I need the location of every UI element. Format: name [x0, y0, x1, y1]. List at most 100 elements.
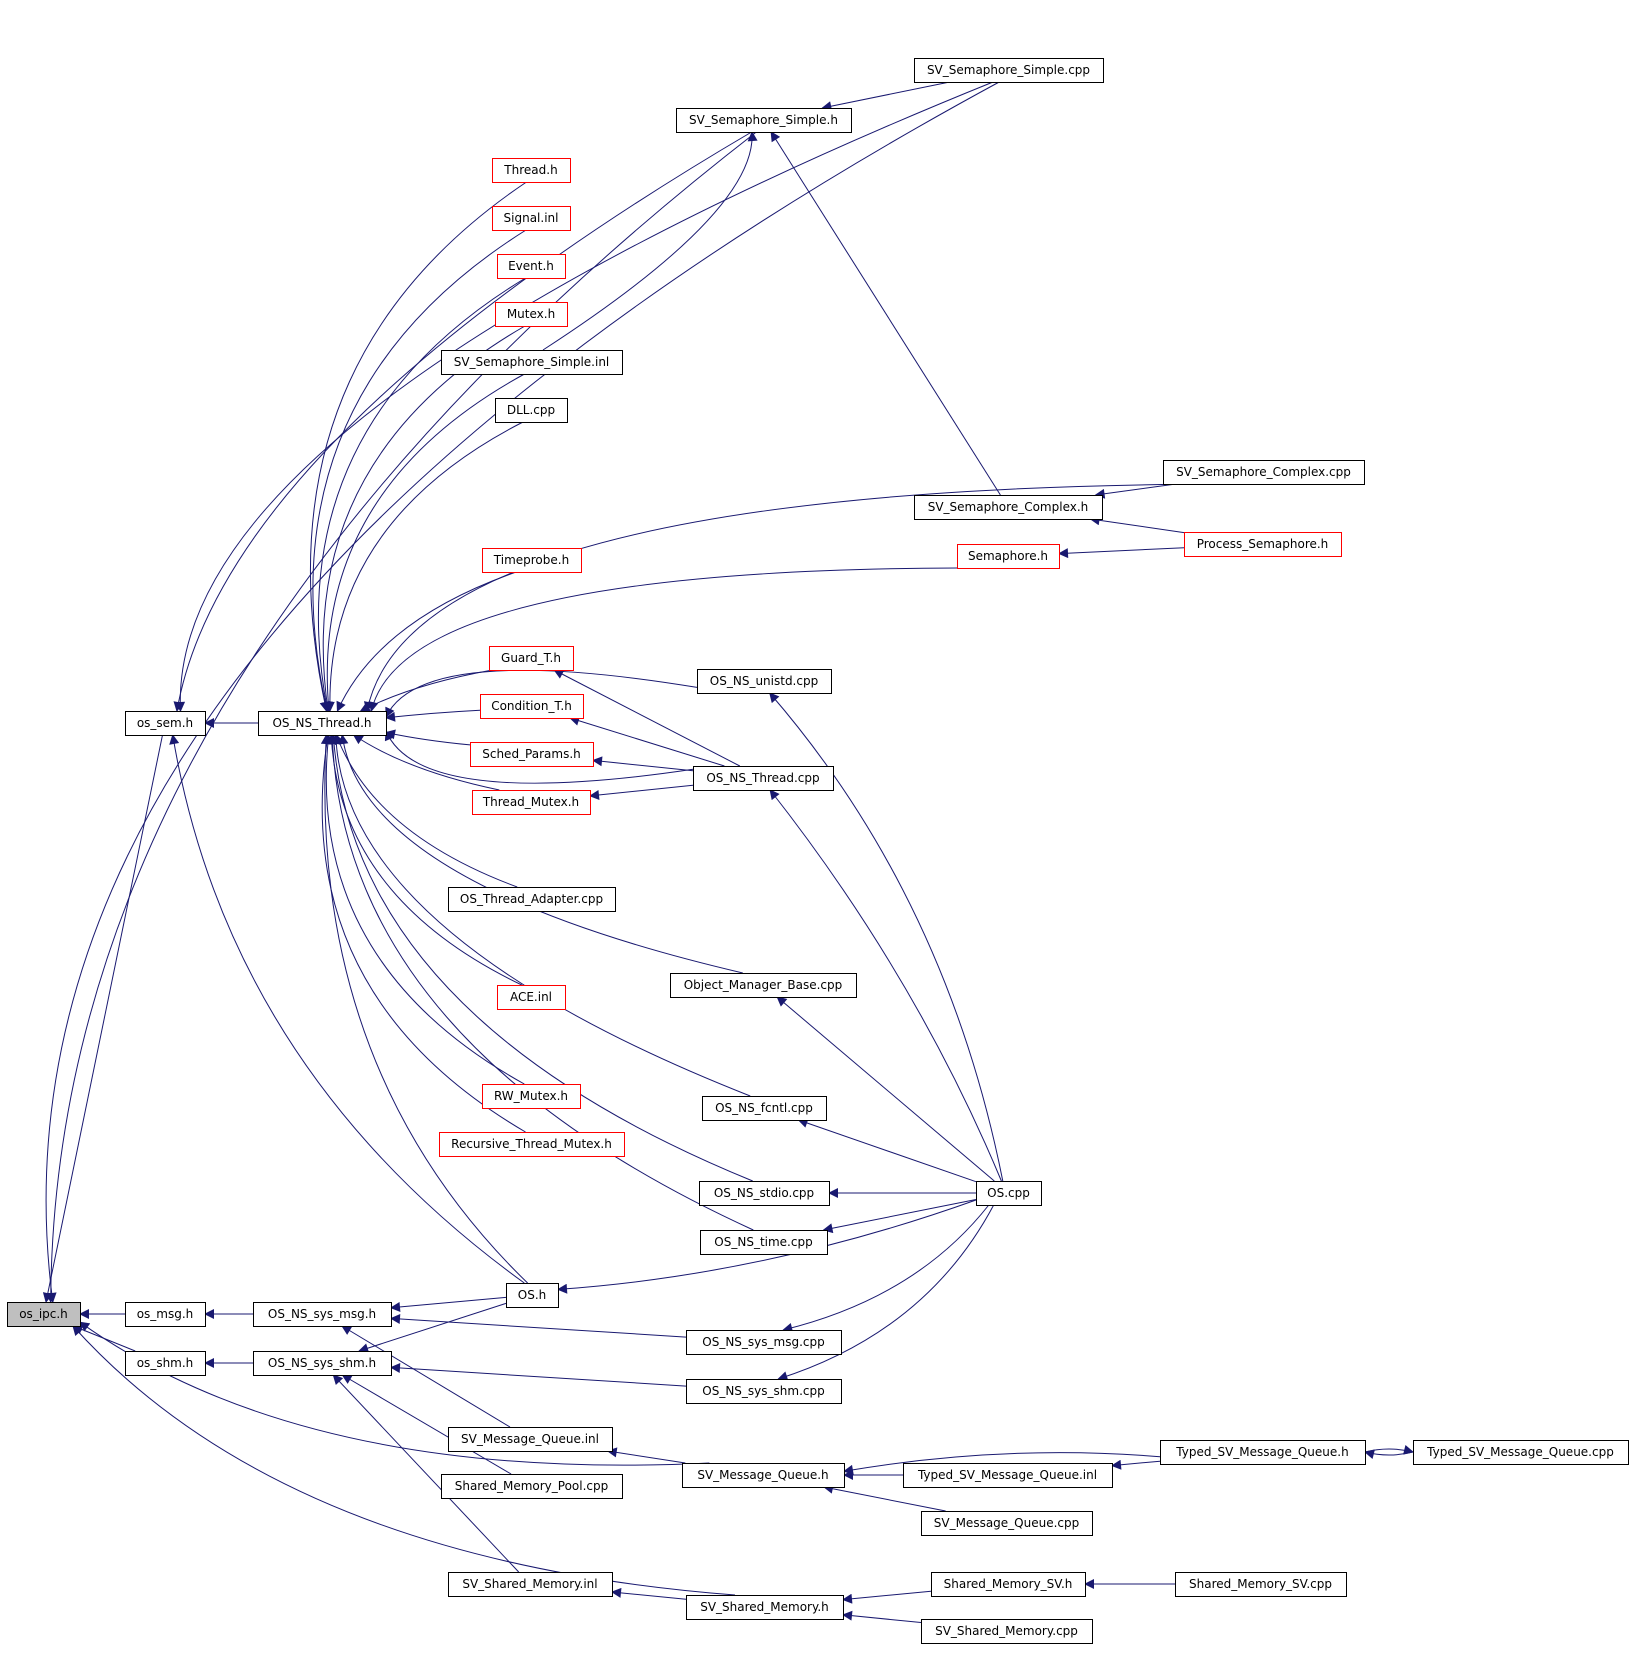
node-label: Condition_T.h [491, 699, 572, 713]
node-sv_semaphore_simple_inl[interactable]: SV_Semaphore_Simple.inl [441, 350, 623, 375]
node-box [253, 1351, 392, 1376]
edge-thread_mutex_h-to-os_ns_thread_h [352, 734, 500, 791]
node-sv_semaphore_simple_cpp[interactable]: SV_Semaphore_Simple.cpp [914, 58, 1104, 83]
node-thread_h[interactable]: Thread.h [492, 158, 571, 183]
node-label: SV_Shared_Memory.cpp [935, 1624, 1078, 1638]
node-sv_semaphore_complex_h[interactable]: SV_Semaphore_Complex.h [914, 495, 1103, 520]
node-guard_t_h[interactable]: Guard_T.h [489, 646, 574, 671]
node-label: SV_Semaphore_Complex.h [928, 500, 1089, 514]
edge-sv_message_queue_h-to-sv_message_queue_inl [606, 1447, 686, 1464]
node-os_ns_sys_shm_h[interactable]: OS_NS_sys_shm.h [253, 1351, 392, 1376]
node-typed_sv_message_queue_h[interactable]: Typed_SV_Message_Queue.h [1160, 1440, 1366, 1465]
edge-os_ns_stdio_cpp-to-os_ns_thread_h [328, 734, 753, 1182]
node-box [931, 1572, 1086, 1597]
node-box [903, 1463, 1113, 1488]
node-typed_sv_message_queue_inl[interactable]: Typed_SV_Message_Queue.inl [903, 1463, 1113, 1488]
node-rw_mutex_h[interactable]: RW_Mutex.h [482, 1084, 581, 1109]
edge-typed_sv_message_queue_h-to-sv_message_queue_h [843, 1452, 1161, 1475]
node-sv_semaphore_complex_cpp[interactable]: SV_Semaphore_Complex.cpp [1163, 460, 1365, 485]
node-dll_cpp[interactable]: DLL.cpp [495, 398, 568, 423]
node-typed_sv_message_queue_cpp[interactable]: Typed_SV_Message_Queue.cpp [1413, 1440, 1629, 1465]
edge-os_ns_time_cpp-to-os_ns_thread_h [327, 734, 754, 1231]
node-os_ns_sys_msg_h[interactable]: OS_NS_sys_msg.h [253, 1302, 392, 1327]
node-label: DLL.cpp [507, 403, 555, 417]
edge-sv_semaphore_complex_cpp-to-sv_semaphore_complex_h [1094, 483, 1176, 499]
edge-process_semaphore_h-to-sv_semaphore_complex_h [1089, 515, 1185, 534]
node-label: OS_NS_fcntl.cpp [715, 1101, 813, 1115]
node-sv_shared_memory_h[interactable]: SV_Shared_Memory.h [686, 1595, 844, 1620]
node-os_h[interactable]: OS.h [506, 1283, 559, 1308]
node-label: OS_NS_sys_msg.cpp [702, 1335, 824, 1349]
node-box [125, 711, 206, 736]
node-os_shm_h[interactable]: os_shm.h [125, 1351, 206, 1376]
node-os_ipc_h[interactable]: os_ipc.h [7, 1302, 81, 1327]
node-label: SV_Shared_Memory.h [700, 1600, 829, 1614]
node-os_ns_stdio_cpp[interactable]: OS_NS_stdio.cpp [699, 1181, 830, 1206]
node-shared_memory_pool_cpp[interactable]: Shared_Memory_Pool.cpp [441, 1474, 623, 1499]
node-box [492, 158, 571, 183]
node-box [686, 1379, 842, 1404]
node-process_semaphore_h[interactable]: Process_Semaphore.h [1184, 532, 1342, 557]
edge-os_cpp-to-os_h [557, 1199, 977, 1294]
edge-sv_semaphore_simple_h-to-os_sem_h [173, 131, 752, 712]
node-os_ns_thread_cpp[interactable]: OS_NS_Thread.cpp [693, 766, 834, 791]
edge-os_sem_h-to-os_ipc_h [42, 734, 163, 1303]
edge-sv_semaphore_simple_cpp-to-os_sem_h [175, 81, 994, 712]
node-os_thread_adapter_cpp[interactable]: OS_Thread_Adapter.cpp [448, 887, 616, 912]
node-shared_memory_sv_h[interactable]: Shared_Memory_SV.h [931, 1572, 1086, 1597]
node-label: OS_NS_time.cpp [714, 1235, 812, 1249]
node-box [914, 495, 1103, 520]
node-sv_shared_memory_inl[interactable]: SV_Shared_Memory.inl [448, 1572, 613, 1597]
node-box [506, 1283, 559, 1308]
node-os_ns_time_cpp[interactable]: OS_NS_time.cpp [700, 1230, 828, 1255]
edge-sv_message_queue_inl-to-os_ns_sys_msg_h [341, 1325, 511, 1428]
node-label: Semaphore.h [968, 549, 1048, 563]
node-label: Object_Manager_Base.cpp [684, 978, 843, 992]
node-os_cpp[interactable]: OS.cpp [976, 1181, 1042, 1206]
node-object_manager_base_cpp[interactable]: Object_Manager_Base.cpp [670, 973, 857, 998]
node-sv_semaphore_simple_h[interactable]: SV_Semaphore_Simple.h [676, 108, 852, 133]
node-ace_inl[interactable]: ACE.inl [497, 985, 566, 1010]
edge-os_cpp-to-object_manager_base_cpp [776, 996, 995, 1182]
node-label: OS_NS_sys_msg.h [268, 1307, 376, 1321]
node-os_sem_h[interactable]: os_sem.h [125, 711, 206, 736]
node-condition_t_h[interactable]: Condition_T.h [480, 694, 584, 719]
edge-os_thread_adapter_cpp-to-os_ns_thread_h [334, 734, 518, 888]
edge-os_h-to-os_ns_sys_msg_h [390, 1296, 507, 1312]
node-shared_memory_sv_cpp[interactable]: Shared_Memory_SV.cpp [1175, 1572, 1347, 1597]
node-box [7, 1302, 81, 1327]
node-event_h[interactable]: Event.h [497, 254, 566, 279]
node-box [448, 887, 616, 912]
node-label: SV_Message_Queue.inl [461, 1432, 599, 1446]
node-label: Mutex.h [507, 307, 555, 321]
edge-ace_inl-to-os_ns_thread_h [326, 734, 523, 986]
node-sv_message_queue_h[interactable]: SV_Message_Queue.h [682, 1463, 845, 1488]
node-box [702, 1096, 827, 1121]
node-os_ns_unistd_cpp[interactable]: OS_NS_unistd.cpp [697, 669, 832, 694]
node-recursive_thread_mutex_h[interactable]: Recursive_Thread_Mutex.h [439, 1132, 625, 1157]
node-mutex_h[interactable]: Mutex.h [495, 302, 568, 327]
node-sched_params_h[interactable]: Sched_Params.h [470, 742, 594, 767]
node-sv_message_queue_inl[interactable]: SV_Message_Queue.inl [448, 1427, 613, 1452]
node-label: os_sem.h [137, 716, 193, 730]
node-signal_inl[interactable]: Signal.inl [492, 206, 571, 231]
node-label: OS_NS_sys_shm.cpp [702, 1384, 824, 1398]
node-os_ns_sys_shm_cpp[interactable]: OS_NS_sys_shm.cpp [686, 1379, 842, 1404]
node-sv_message_queue_cpp[interactable]: SV_Message_Queue.cpp [921, 1511, 1093, 1536]
node-semaphore_h[interactable]: Semaphore.h [957, 544, 1060, 569]
node-timeprobe_h[interactable]: Timeprobe.h [482, 548, 582, 573]
node-thread_mutex_h[interactable]: Thread_Mutex.h [472, 790, 591, 815]
node-os_ns_thread_h[interactable]: OS_NS_Thread.h [258, 711, 387, 736]
edge-sv_semaphore_complex_cpp-to-os_ns_thread_h [363, 483, 1219, 712]
edge-os_cpp-to-os_ns_fcntl_cpp [797, 1118, 977, 1183]
node-os_ns_fcntl_cpp[interactable]: OS_NS_fcntl.cpp [702, 1096, 827, 1121]
node-os_msg_h[interactable]: os_msg.h [125, 1302, 206, 1327]
node-label: Signal.inl [504, 211, 559, 225]
node-os_ns_sys_msg_cpp[interactable]: OS_NS_sys_msg.cpp [686, 1330, 842, 1355]
edge-os_ns_thread_cpp-to-sched_params_h [592, 756, 694, 772]
node-box [497, 985, 566, 1010]
edge-timeprobe_h-to-os_ns_thread_h [336, 571, 517, 712]
edge-object_manager_base_cpp-to-os_ns_thread_h [338, 734, 743, 974]
edge-sv_semaphore_simple_h-to-os_ipc_h [45, 131, 757, 1303]
node-sv_shared_memory_cpp[interactable]: SV_Shared_Memory.cpp [921, 1619, 1093, 1644]
